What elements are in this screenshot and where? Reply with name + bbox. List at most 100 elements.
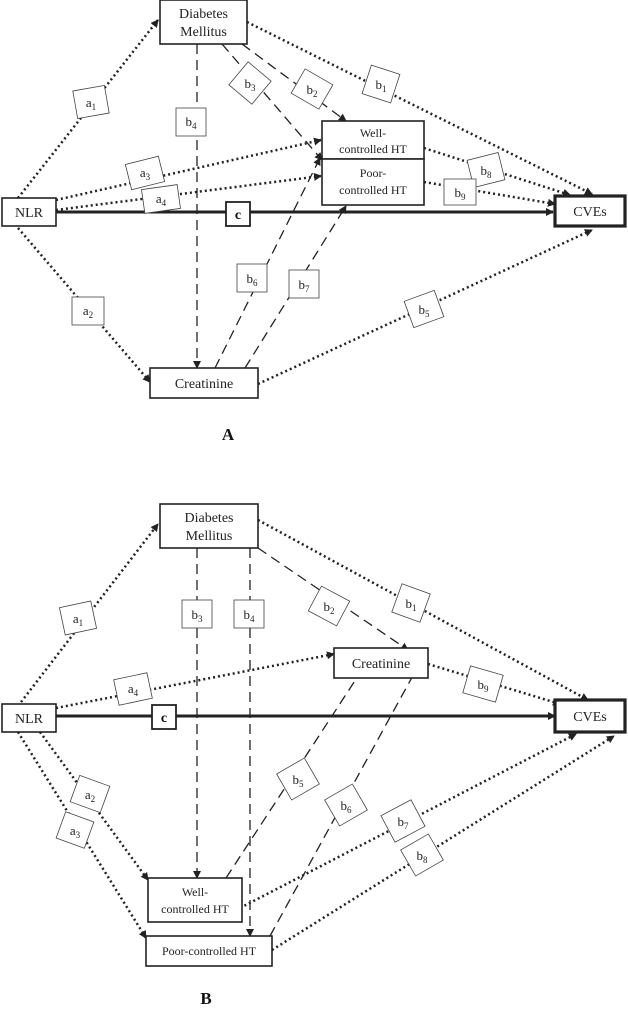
dm-line1: Diabetes <box>179 7 228 22</box>
path-label-b4: b4 <box>233 599 265 629</box>
path-label-b5: b5 <box>403 289 445 329</box>
svg-text:b7: b7 <box>398 814 410 831</box>
svg-text:b4: b4 <box>244 607 256 624</box>
node-poor-controlled-ht: Poor- controlled HT <box>321 158 425 206</box>
poor-line2: controlled HT <box>339 183 407 197</box>
node-creatinine: Creatinine <box>149 367 259 399</box>
panel-b: NLR CVEs Diabetes Mellitus Creatinine We… <box>1 503 627 1008</box>
svg-text:a4: a4 <box>128 681 139 698</box>
path-label-b7: b7 <box>288 269 320 299</box>
svg-text:a1: a1 <box>73 611 83 628</box>
arrow-b8 <box>271 734 615 952</box>
path-label-b3: b3 <box>181 599 213 629</box>
panel-a-label: A <box>222 425 235 444</box>
path-label-b9: b9 <box>443 178 477 206</box>
node-cves: CVEs <box>553 698 627 734</box>
well-line1: Well- <box>182 885 208 899</box>
node-cves-label: CVEs <box>573 205 606 220</box>
svg-text:b8: b8 <box>481 163 493 180</box>
arrow-b2 <box>241 43 347 122</box>
poor-label: Poor-controlled HT <box>162 944 257 958</box>
svg-text:a2: a2 <box>85 787 95 804</box>
svg-text:b8: b8 <box>417 848 429 865</box>
arrow-b6 <box>214 157 321 369</box>
svg-text:b3: b3 <box>245 76 257 93</box>
poor-line1: Poor- <box>360 166 386 180</box>
path-label-b7: b7 <box>380 799 426 843</box>
node-well-controlled-ht: Well- controlled HT <box>321 120 425 160</box>
path-label-c: c <box>225 201 251 227</box>
path-label-b6: b6 <box>324 783 368 827</box>
path-label-a1: a1 <box>72 84 110 120</box>
well-line1: Well- <box>360 126 386 140</box>
path-label-b8: b8 <box>466 152 506 188</box>
path-label-a2: a2 <box>69 774 111 814</box>
svg-text:a4: a4 <box>156 191 167 208</box>
svg-text:a2: a2 <box>83 303 93 320</box>
node-nlr: NLR <box>1 197 57 227</box>
node-well-controlled-ht: Well- controlled HT <box>147 877 243 923</box>
node-cves: CVEs <box>553 194 627 228</box>
path-label-b1: b1 <box>361 64 401 104</box>
well-line2: controlled HT <box>339 142 407 156</box>
node-creatinine: Creatinine <box>333 647 429 679</box>
arrow-a4 <box>55 651 335 710</box>
node-nlr-label: NLR <box>15 712 44 727</box>
svg-text:b9: b9 <box>478 677 490 694</box>
path-label-c: c <box>151 704 177 730</box>
arrow-b1 <box>246 20 593 196</box>
node-creatinine-label: Creatinine <box>175 377 233 392</box>
svg-text:b2: b2 <box>307 82 318 99</box>
path-label-a1: a1 <box>58 600 98 636</box>
svg-text:b5: b5 <box>419 302 431 319</box>
path-label-b2: b2 <box>307 585 351 627</box>
path-label-b2: b2 <box>290 68 334 110</box>
arrow-b3 <box>221 43 323 161</box>
node-diabetes-mellitus: Diabetes Mellitus <box>159 0 248 45</box>
arrow-a3 <box>55 137 322 202</box>
svg-text:b6: b6 <box>247 271 259 288</box>
path-label-b9: b9 <box>462 665 504 703</box>
node-nlr: NLR <box>1 703 57 733</box>
dm-line1: Diabetes <box>185 511 234 526</box>
svg-text:b1: b1 <box>376 77 387 94</box>
path-label-b3: b3 <box>228 61 272 105</box>
svg-text:a1: a1 <box>86 95 96 112</box>
path-label-a3: a3 <box>55 811 95 849</box>
path-label-a4: a4 <box>141 184 181 214</box>
svg-text:b9: b9 <box>455 185 467 202</box>
panel-b-label: B <box>200 989 211 1008</box>
well-line2: controlled HT <box>161 902 229 916</box>
arrow-a4 <box>55 172 322 212</box>
path-label-b5: b5 <box>276 757 320 801</box>
svg-text:b1: b1 <box>406 596 417 613</box>
svg-text:b6: b6 <box>341 798 353 815</box>
node-diabetes-mellitus: Diabetes Mellitus <box>159 503 259 549</box>
path-label-a4: a4 <box>113 672 153 706</box>
node-poor-controlled-ht: Poor-controlled HT <box>145 935 273 967</box>
svg-text:b2: b2 <box>324 599 335 616</box>
svg-text:b3: b3 <box>192 607 204 624</box>
node-nlr-label: NLR <box>15 206 44 221</box>
arrow-b2 <box>257 547 409 651</box>
path-label-a3: a3 <box>124 155 166 191</box>
panel-a: NLR CVEs Diabetes Mellitus Creatinine We… <box>1 0 627 444</box>
arrow-a1 <box>17 523 159 707</box>
path-label-b4: b4 <box>175 107 207 137</box>
path-label-b6: b6 <box>236 263 268 293</box>
svg-text:a3: a3 <box>70 823 81 840</box>
arrow-b7 <box>239 732 577 910</box>
svg-text:c: c <box>235 208 241 223</box>
arrow-b5 <box>225 669 363 879</box>
node-cves-label: CVEs <box>573 710 606 725</box>
arrow-b5 <box>257 228 593 386</box>
svg-text:c: c <box>161 711 167 726</box>
svg-text:b7: b7 <box>299 277 311 294</box>
svg-text:b4: b4 <box>186 114 198 131</box>
svg-text:b5: b5 <box>293 772 305 789</box>
dm-line2: Mellitus <box>186 529 233 544</box>
dm-line2: Mellitus <box>180 25 227 40</box>
path-label-a2: a2 <box>71 296 105 326</box>
path-label-b1: b1 <box>391 583 431 623</box>
